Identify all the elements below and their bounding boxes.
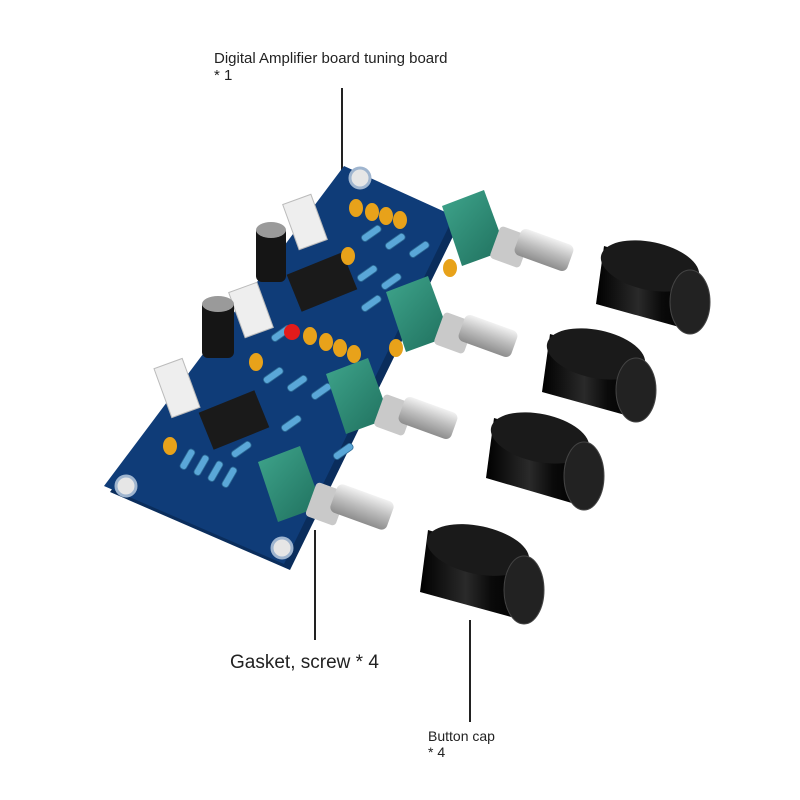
gasket-label-line1: Gasket, screw * 4 (230, 652, 379, 673)
electrolytic-capacitor (202, 296, 234, 358)
pcb-board (104, 166, 460, 570)
potentiometer-4 (258, 446, 394, 530)
red-led (284, 324, 300, 340)
knob-cap-3 (486, 412, 605, 511)
cap-label: Button cap * 4 (428, 728, 495, 760)
mounting-hole (348, 166, 372, 190)
ic-chip (286, 252, 358, 312)
board-label-line2: * 1 (214, 67, 233, 85)
potentiometer-2 (386, 276, 518, 358)
cap-label-line1: Button cap (428, 728, 495, 744)
knob-cap-1 (596, 240, 711, 335)
cap-label-line2: * 4 (428, 744, 446, 761)
ic-chip (198, 390, 270, 450)
knob-cap-2 (542, 328, 657, 423)
ceramic-capacitors (163, 199, 457, 455)
gasket-label: Gasket, screw * 4 (230, 652, 379, 674)
resistors (179, 225, 430, 488)
mounting-hole (270, 536, 294, 560)
knob-cap-4 (420, 524, 545, 625)
board-label: Digital Amplifier board tuning board * 1 (214, 50, 447, 85)
connector (153, 357, 201, 419)
connector (282, 193, 328, 251)
connector (228, 281, 274, 339)
board-label-line1: Digital Amplifier board tuning board (214, 50, 448, 67)
electrolytic-capacitor (256, 222, 286, 282)
potentiometer-3 (326, 358, 458, 440)
potentiometer-1 (442, 190, 574, 272)
mounting-hole (114, 474, 138, 498)
pcb-surface (104, 166, 454, 564)
